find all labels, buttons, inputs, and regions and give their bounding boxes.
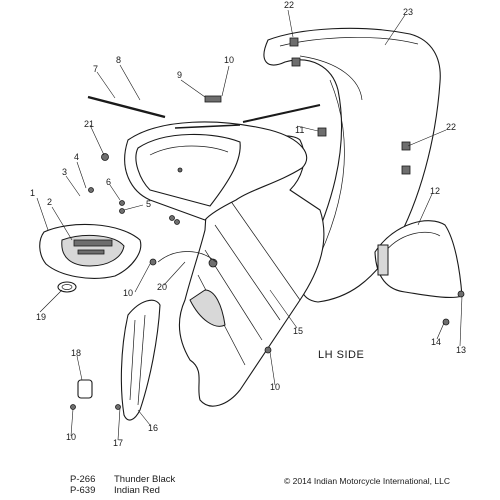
color-name: Indian Red — [114, 485, 160, 496]
color-code: P-266 — [70, 474, 96, 485]
color-code-list: P-266 Thunder Black P-639 Indian Red — [70, 474, 175, 496]
callout-5: 5 — [146, 199, 151, 209]
callout-23: 23 — [403, 7, 413, 17]
callout-4: 4 — [74, 152, 79, 162]
callout-7: 7 — [93, 64, 98, 74]
side-label: LH SIDE — [318, 349, 365, 361]
callout-17: 17 — [113, 438, 123, 448]
callout-10-bottom: 10 — [66, 432, 76, 442]
color-code-row: P-266 Thunder Black — [70, 474, 175, 485]
callout-10-left: 10 — [123, 288, 133, 298]
leader-lines — [36, 9, 463, 441]
callout-22-top: 22 — [284, 0, 294, 10]
callout-22-right: 22 — [446, 122, 456, 132]
part-1-cover — [39, 223, 142, 279]
color-name: Thunder Black — [114, 474, 176, 485]
callout-14: 14 — [431, 337, 441, 347]
callout-8: 8 — [116, 55, 121, 65]
callout-18: 18 — [71, 348, 81, 358]
callout-11: 11 — [295, 125, 304, 135]
part-11-dash-housing — [124, 121, 308, 221]
callout-2: 2 — [47, 197, 52, 207]
part-11-strip — [242, 104, 321, 123]
callout-6: 6 — [106, 177, 111, 187]
color-code: P-639 — [70, 485, 96, 496]
callout-16: 16 — [148, 423, 158, 433]
copyright-notice: © 2014 Indian Motorcycle International, … — [284, 476, 450, 486]
callout-13: 13 — [456, 345, 466, 355]
callout-19: 19 — [36, 312, 46, 322]
color-code-row: P-639 Indian Red — [70, 485, 175, 496]
callout-9: 9 — [177, 70, 182, 80]
callout-10-top: 10 — [224, 55, 234, 65]
callout-15: 15 — [293, 326, 303, 336]
part-19-emblem — [57, 281, 77, 293]
callout-12: 12 — [430, 186, 440, 196]
callout-3: 3 — [62, 167, 67, 177]
part-7-rod — [87, 95, 166, 119]
callout-20: 20 — [157, 282, 167, 292]
callouts: 1 2 3 4 5 6 7 8 9 10 10 10 10 11 12 13 1… — [30, 0, 466, 448]
callout-10-mid: 10 — [270, 382, 280, 392]
callout-21: 21 — [84, 119, 94, 129]
part-18-switch-housing — [77, 379, 93, 399]
callout-1: 1 — [30, 188, 35, 198]
part-16-lower-trim — [120, 299, 161, 421]
